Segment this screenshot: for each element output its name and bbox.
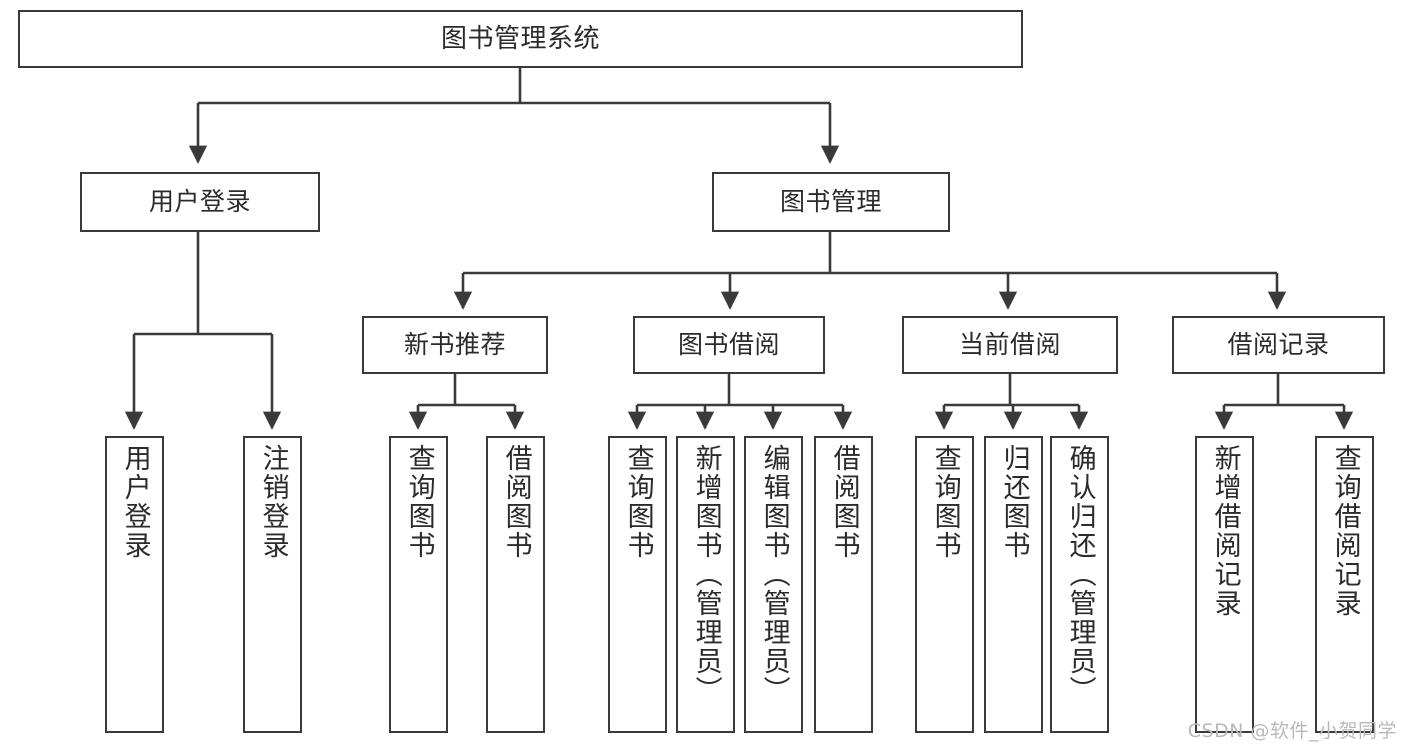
leaf-user-login[interactable]: 用户登录: [105, 436, 164, 733]
node-label: 查询图书: [929, 444, 961, 560]
leaf-add-borrow-record[interactable]: 新增借阅记录: [1195, 436, 1254, 733]
node-label: 借阅图书: [500, 444, 532, 560]
node-label: 用户登录: [119, 444, 151, 560]
node-label: 注销登录: [257, 444, 289, 560]
leaf-logout[interactable]: 注销登录: [243, 436, 302, 733]
node-new-book-recommendation[interactable]: 新书推荐: [362, 316, 548, 374]
leaf-confirm-return-admin[interactable]: 确认归还（管理员）: [1050, 436, 1109, 733]
leaf-query-borrow-record[interactable]: 查询借阅记录: [1315, 436, 1374, 733]
leaf-query-book-current[interactable]: 查询图书: [915, 436, 974, 733]
leaf-add-book-admin[interactable]: 新增图书（管理员）: [676, 436, 735, 733]
node-label: 确认归还（管理员）: [1064, 444, 1096, 705]
node-label: 借阅记录: [1227, 330, 1330, 360]
node-root-book-management-system[interactable]: 图书管理系统: [18, 10, 1023, 68]
node-label: 新增图书（管理员）: [690, 444, 722, 705]
node-label: 查询图书: [403, 444, 435, 560]
node-book-management[interactable]: 图书管理: [712, 172, 950, 232]
node-borrow-record[interactable]: 借阅记录: [1172, 316, 1385, 374]
leaf-edit-book-admin[interactable]: 编辑图书（管理员）: [744, 436, 803, 733]
leaf-borrow-book-new-recommendation[interactable]: 借阅图书: [486, 436, 545, 733]
leaf-query-book-borrow[interactable]: 查询图书: [608, 436, 667, 733]
node-label: 借阅图书: [828, 444, 860, 560]
node-label: 查询借阅记录: [1329, 444, 1361, 618]
node-book-borrow[interactable]: 图书借阅: [633, 316, 825, 374]
leaf-borrow-book[interactable]: 借阅图书: [814, 436, 873, 733]
leaf-query-book-new-recommendation[interactable]: 查询图书: [389, 436, 448, 733]
node-user-login[interactable]: 用户登录: [80, 172, 320, 232]
node-label: 新增借阅记录: [1209, 444, 1241, 618]
node-label: 图书借阅: [677, 330, 780, 360]
node-label: 归还图书: [998, 444, 1030, 560]
csdn-watermark: CSDN @软件_小贺同学: [1187, 720, 1397, 742]
node-label: 用户登录: [148, 187, 251, 217]
node-label: 图书管理: [779, 187, 882, 217]
leaf-return-book[interactable]: 归还图书: [984, 436, 1043, 733]
node-label: 新书推荐: [403, 330, 506, 360]
node-label: 图书管理系统: [440, 23, 600, 54]
node-label: 查询图书: [622, 444, 654, 560]
node-current-borrow[interactable]: 当前借阅: [902, 316, 1118, 374]
node-label: 当前借阅: [958, 330, 1061, 360]
node-label: 编辑图书（管理员）: [758, 444, 790, 705]
